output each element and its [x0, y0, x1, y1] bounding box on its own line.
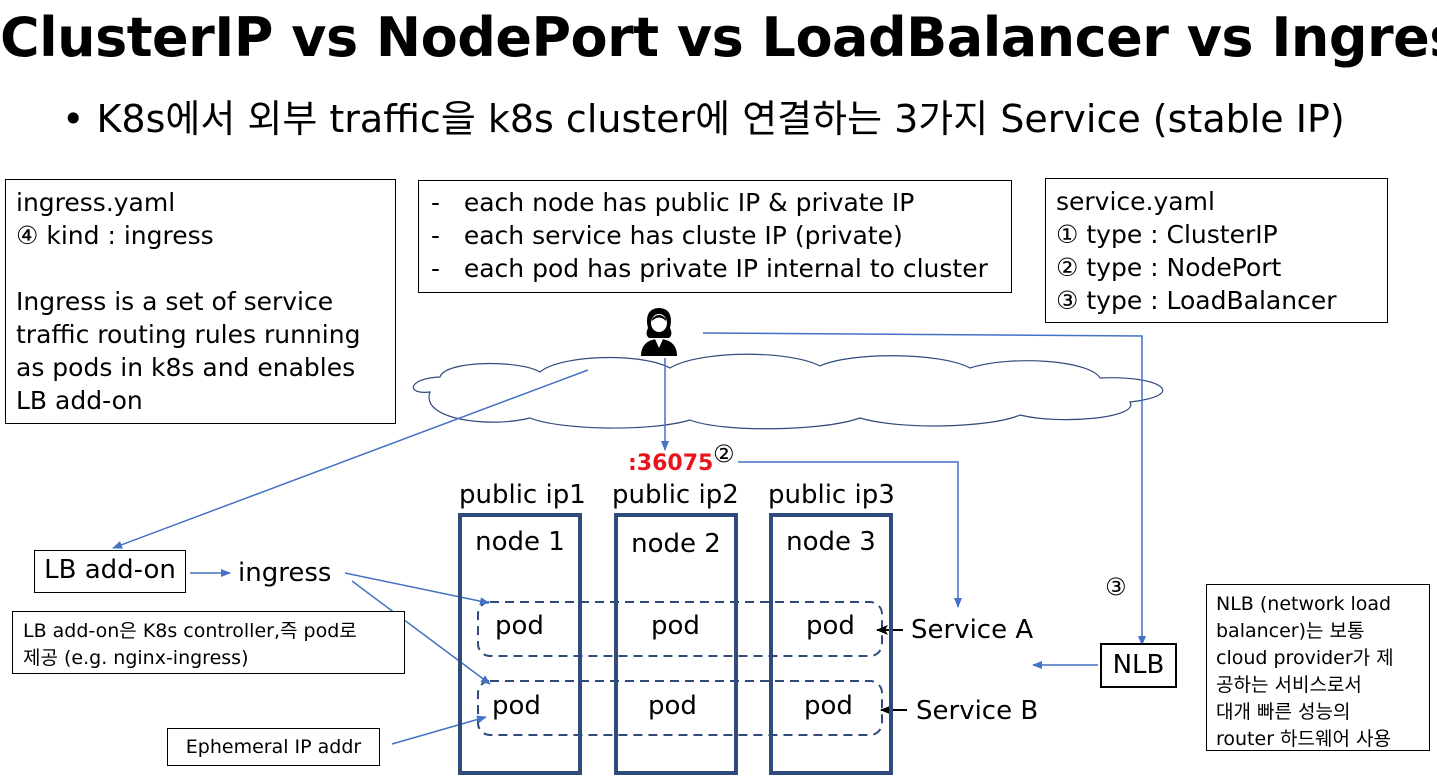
node-label: node 1	[475, 527, 565, 557]
nlb-note-line: 대개 빠른 성능의	[1216, 701, 1351, 723]
nodeport-to-service-a-arrow	[738, 461, 962, 608]
lb-addon-note-line: LB add-on은 K8s controller,즉 pod로	[23, 620, 357, 642]
pod-label: pod	[492, 691, 541, 721]
nlb-note-line: router 하드웨어 사용	[1216, 728, 1391, 750]
node-box: node 3	[769, 513, 893, 775]
pod-label: pod	[804, 691, 853, 721]
cloud-icon	[412, 353, 1164, 430]
nlb-box: NLB	[1100, 643, 1177, 688]
nodeport-marker: ②	[713, 440, 735, 468]
lb-addon-note: LB add-on은 K8s controller,즉 pod로 제공 (e.g…	[12, 611, 405, 674]
ingress-box-line: ④ kind : ingress	[16, 221, 214, 250]
node-label: node 3	[786, 527, 876, 557]
nlb-note-line: 공하는 서비스로서	[1216, 674, 1362, 696]
node-public-ip: public ip3	[768, 480, 895, 510]
nlb-note-line: NLB (network load	[1216, 593, 1392, 615]
node-public-ip: public ip2	[612, 480, 739, 510]
ingress-box-line: as pods in k8s and enables	[16, 353, 356, 382]
pod-label: pod	[651, 611, 700, 641]
node-box: node 1	[458, 513, 582, 775]
node-box: node 2	[614, 513, 738, 775]
nodeport-port-label: :36075	[628, 451, 714, 476]
ingress-yaml-box: ingress.yaml ④ kind : ingress Ingress is…	[5, 179, 396, 424]
lb-addon-box: LB add-on	[34, 550, 186, 593]
ephemeral-ip-note: Ephemeral IP addr	[167, 728, 380, 766]
service-yaml-box: service.yaml ① type : ClusterIP ② type :…	[1045, 178, 1388, 323]
ip-note-line: - each pod has private IP internal to cl…	[431, 254, 988, 283]
service-b-label: Service B	[916, 696, 1039, 726]
pod-label: pod	[648, 691, 697, 721]
nlb-note-line: balancer)는 보통	[1216, 620, 1365, 642]
service-box-line: service.yaml	[1056, 187, 1215, 216]
user-icon	[641, 308, 677, 356]
service-box-line: ② type : NodePort	[1056, 253, 1282, 282]
nlb-note: NLB (network load balancer)는 보통 cloud pr…	[1206, 584, 1430, 751]
ip-note-line: - each node has public IP & private IP	[431, 188, 915, 217]
cloud-to-lb-addon-arrow	[112, 369, 589, 549]
service-box-line: ① type : ClusterIP	[1056, 220, 1278, 249]
nlb-note-line: cloud provider가 제	[1216, 647, 1394, 669]
nlb-marker: ③	[1105, 573, 1127, 601]
pod-label: pod	[495, 611, 544, 641]
ingress-to-pod-row1-arrow	[344, 572, 490, 606]
ip-note-line: - each service has cluste IP (private)	[431, 221, 903, 250]
ingress-box-line: LB add-on	[16, 386, 143, 415]
node-public-ip: public ip1	[459, 480, 586, 510]
ingress-box-line: traffic routing rules running	[16, 320, 361, 349]
page-subtitle: • K8s에서 외부 traffic을 k8s cluster에 연결하는 3가…	[62, 97, 1345, 141]
ephemeral-to-pod-arrow	[391, 715, 487, 745]
ingress-to-pod-row2-arrow	[351, 580, 491, 685]
ingress-box-line: ingress.yaml	[16, 188, 176, 217]
service-box-line: ③ type : LoadBalancer	[1056, 286, 1337, 315]
pod-label: pod	[806, 611, 855, 641]
node-label: node 2	[631, 529, 721, 559]
ingress-box-line: Ingress is a set of service	[16, 287, 334, 316]
service-a-label: Service A	[911, 615, 1034, 645]
lb-addon-note-line: 제공 (e.g. nginx-ingress)	[23, 647, 249, 669]
user-to-nlb-arrow	[702, 332, 1146, 646]
ingress-label: ingress	[238, 558, 332, 588]
ip-notes-box: - each node has public IP & private IP -…	[418, 180, 1012, 293]
page-title: ClusterIP vs NodePort vs LoadBalancer vs…	[0, 6, 1437, 69]
